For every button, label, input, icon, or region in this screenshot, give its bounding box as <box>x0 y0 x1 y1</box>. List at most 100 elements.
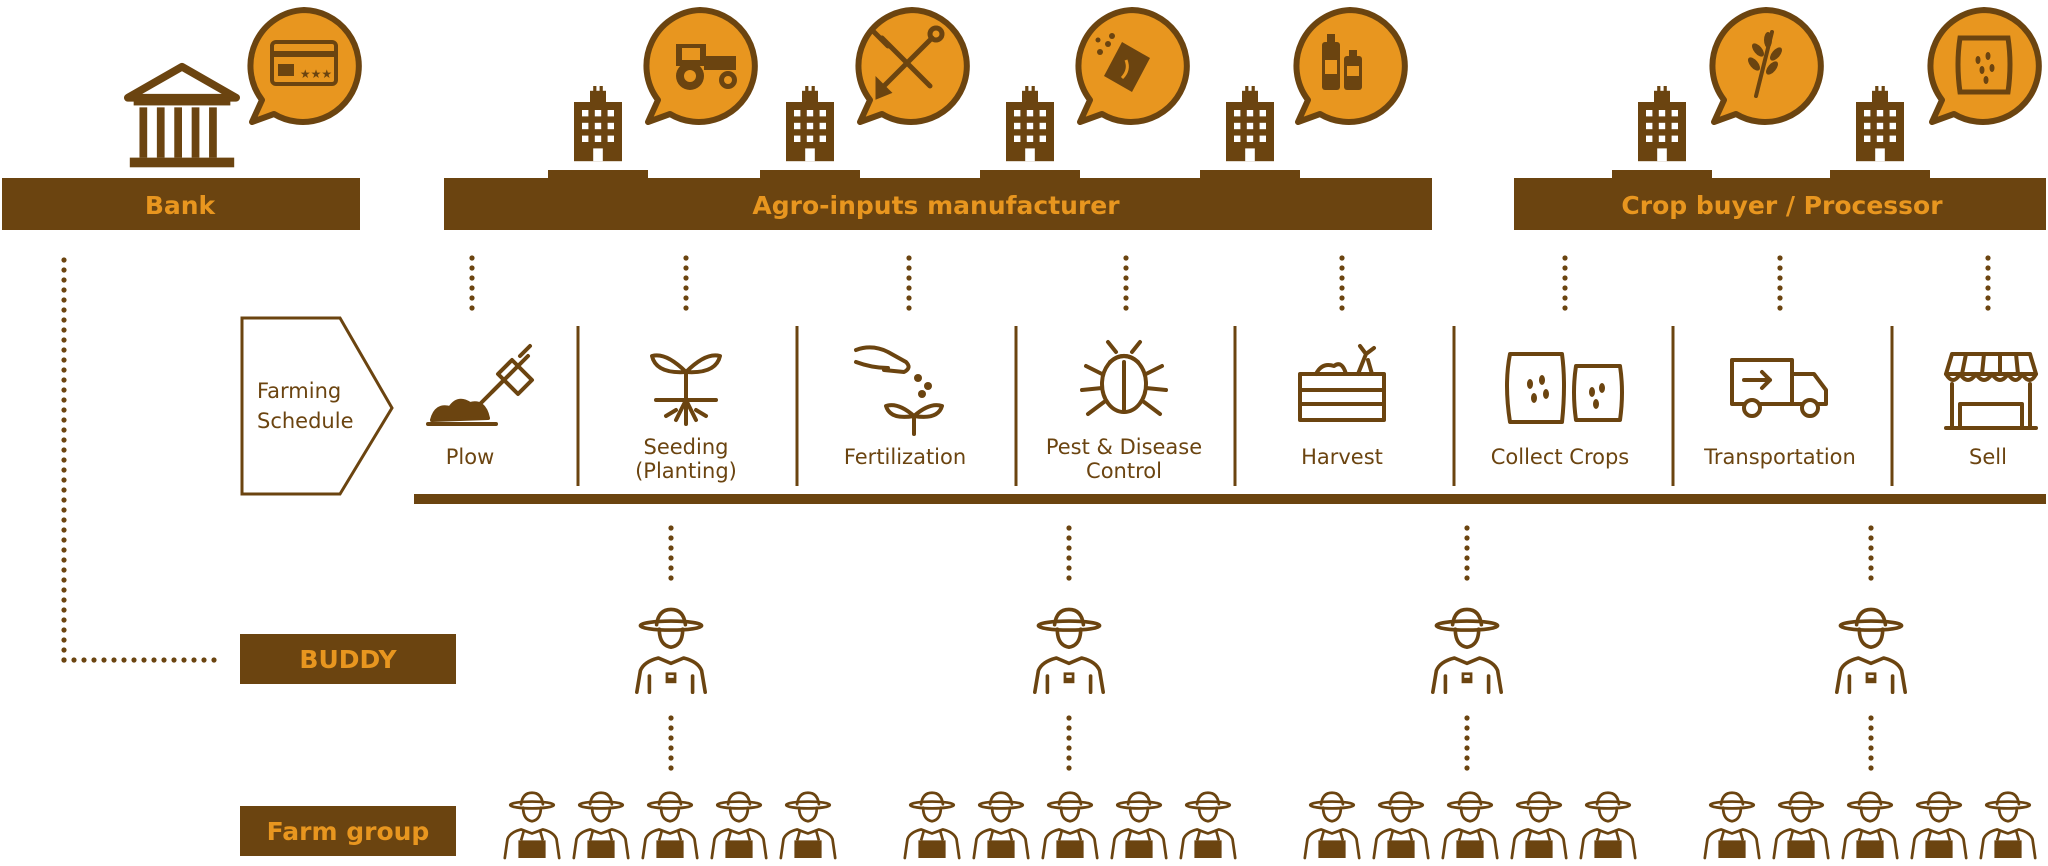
connector-dot <box>171 657 177 663</box>
connector-dot <box>668 525 674 531</box>
connector-dot <box>1066 535 1072 541</box>
farm-group-label: Farm group <box>267 817 430 846</box>
connector-dot <box>61 647 67 653</box>
connector-dot <box>151 657 157 663</box>
connector-dot <box>101 657 107 663</box>
connector-dot <box>1066 525 1072 531</box>
schedule-line2: Schedule <box>257 409 354 433</box>
bank-bar <box>2 178 360 230</box>
farm-group-farmer-icon <box>1772 791 1830 860</box>
connector-dot <box>191 657 197 663</box>
connector-dot <box>61 657 67 663</box>
connector-dot <box>1066 715 1072 721</box>
farming-schedule-tag: Farming Schedule <box>240 316 394 496</box>
bank-building-icon <box>128 67 236 168</box>
connector-dot <box>71 657 77 663</box>
connector-dot <box>668 555 674 561</box>
connector-dot <box>61 447 67 453</box>
connector-dot <box>61 637 67 643</box>
farm-group-farmer-icon <box>1703 791 1761 860</box>
farm-group-farmer-icon <box>1179 791 1237 860</box>
connector-dot <box>1123 265 1129 271</box>
connector-dot <box>61 417 67 423</box>
wheat-bubble <box>1712 10 1820 122</box>
connector-dot <box>61 407 67 413</box>
connector-dot <box>61 557 67 563</box>
buddy-label: BUDDY <box>299 645 397 674</box>
connector-dot <box>906 295 912 301</box>
connector-dot <box>1464 555 1470 561</box>
schedule-line1: Farming <box>257 379 341 403</box>
connector-dot <box>61 607 67 613</box>
connector-dot <box>668 725 674 731</box>
farm-group-farmer-icon <box>1303 791 1361 860</box>
connector-dot <box>141 657 147 663</box>
connector-dot <box>906 275 912 281</box>
step-label: Plow <box>446 445 495 469</box>
connector-dot <box>1868 525 1874 531</box>
connector-dot <box>1868 575 1874 581</box>
agro-inputs-label: Agro-inputs manufacturer <box>752 191 1120 220</box>
farm-group-farmer-icon <box>503 791 561 860</box>
farm-group-farmer-icon <box>1579 791 1637 860</box>
fertilizer-hand-icon <box>854 345 944 436</box>
connector-dot <box>1464 545 1470 551</box>
connector-dot <box>1868 745 1874 751</box>
step-label-line2: (Planting) <box>635 459 737 483</box>
connector-dot <box>1066 565 1072 571</box>
step-label: Collect Crops <box>1491 445 1630 469</box>
connector-dot <box>1066 555 1072 561</box>
connector-dot <box>469 285 475 291</box>
connector-dot <box>1985 275 1991 281</box>
step-label: Transportation <box>1703 445 1856 469</box>
processor-building-icon <box>1638 86 1686 162</box>
farm-group-farmer-icon <box>641 791 699 860</box>
farm-group-role: Farm group <box>240 806 456 856</box>
connector-dot <box>61 297 67 303</box>
connector-dot <box>1464 535 1470 541</box>
harvest-crate-icon <box>1298 344 1386 422</box>
step-label: Sell <box>1969 445 2007 469</box>
connector-dot <box>1339 265 1345 271</box>
connector-dot <box>61 507 67 513</box>
farm-group-farmer-icon <box>903 791 961 860</box>
connector-dot <box>1464 745 1470 751</box>
connector-dot <box>1123 285 1129 291</box>
connector-dot <box>1123 275 1129 281</box>
connector-dot <box>469 265 475 271</box>
buddy-role: BUDDY <box>240 634 456 684</box>
crop-buyer-group: Crop buyer / Processor <box>1514 86 2046 230</box>
connector-dot <box>1066 765 1072 771</box>
connector-dot <box>1464 715 1470 721</box>
connector-dot <box>91 657 97 663</box>
farm-group-farmer-icon <box>710 791 768 860</box>
grain-sack-icon <box>1955 35 2013 95</box>
connector-dot <box>61 257 67 263</box>
buddy-farmers <box>634 607 1908 695</box>
farm-group-farmer-icon <box>1110 791 1168 860</box>
beetle-icon <box>1080 340 1168 416</box>
connector-dot <box>61 397 67 403</box>
connector-dot <box>1123 305 1129 311</box>
step-label: Harvest <box>1301 445 1383 469</box>
connector-dot <box>1123 255 1129 261</box>
connector-dot <box>1777 285 1783 291</box>
connector-dot <box>161 657 167 663</box>
connector-dot <box>61 377 67 383</box>
connector-dot <box>1066 725 1072 731</box>
connector-dot <box>61 267 67 273</box>
connector-dot <box>668 545 674 551</box>
connector-dot <box>1868 555 1874 561</box>
seed-bag-bubble <box>1078 10 1186 122</box>
bank-group: Bank <box>2 67 360 230</box>
connector-dot <box>469 255 475 261</box>
bottles-icon <box>1322 34 1362 90</box>
credit-card-bubble: ★★★ <box>250 10 358 122</box>
schedule-baseline <box>414 494 2046 504</box>
factory-building-icon <box>574 86 622 162</box>
connector-dot <box>683 285 689 291</box>
connector-dot <box>61 327 67 333</box>
connector-dot <box>121 657 127 663</box>
connector-dot <box>906 285 912 291</box>
farm-group-farmer-icon <box>1041 791 1099 860</box>
